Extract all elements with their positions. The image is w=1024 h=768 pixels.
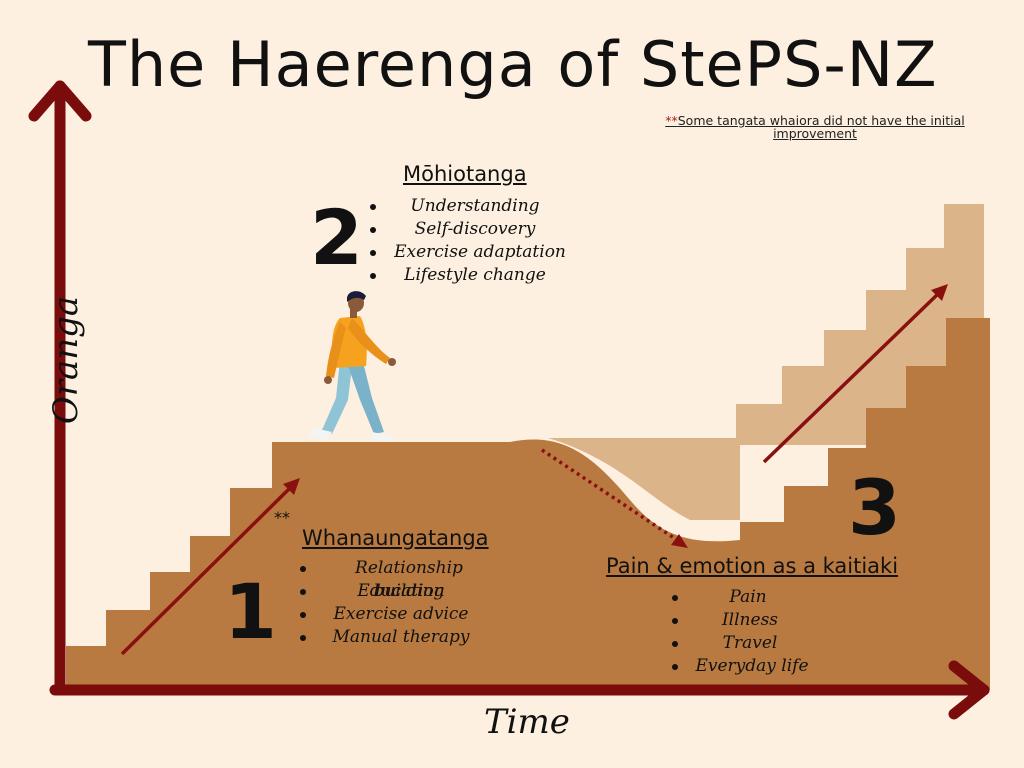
list-item: Manual therapy — [300, 626, 490, 649]
stage-1-heading: Whanaungatanga — [302, 526, 489, 550]
rise-arrow-stage-1 — [120, 478, 300, 656]
list-item: Exercise advice — [300, 603, 490, 626]
list-item: Education — [300, 580, 490, 603]
stage-2-number: 2 — [310, 193, 363, 282]
list-item: Pain — [672, 586, 852, 609]
list-item: Relationship building — [300, 557, 490, 601]
stage-3-heading: Pain & emotion as a kaitiaki — [606, 554, 899, 578]
page-title: The Haerenga of StePS-NZ — [88, 28, 938, 101]
walking-person-figure — [308, 291, 396, 441]
y-axis-label: Oranga — [46, 295, 87, 425]
footnote: **Some tangata whaiora did not have the … — [660, 114, 970, 140]
list-item: Everyday life — [672, 655, 852, 678]
stage-3-list: Pain Illness Travel Everyday life — [672, 586, 852, 678]
list-item: Exercise adaptation — [370, 241, 566, 264]
list-item: Travel — [672, 632, 852, 655]
stage-2-list: Understanding Self-discovery Exercise ad… — [370, 195, 566, 287]
ground-terrain — [66, 318, 990, 690]
stage-3-number: 3 — [848, 463, 901, 552]
list-item: Understanding — [370, 195, 560, 218]
x-axis — [49, 660, 990, 720]
list-item: Illness — [672, 609, 852, 632]
stage-1-marker: ** — [274, 508, 290, 527]
list-item: Self-discovery — [370, 218, 560, 241]
rise-arrow-stage-3 — [762, 284, 948, 464]
stage-2-heading: Mōhiotanga — [403, 162, 527, 186]
ghost-plateau — [548, 438, 740, 520]
footnote-text: Some tangata whaiora did not have the in… — [677, 113, 965, 141]
footnote-marker: ** — [665, 113, 678, 128]
decline-arrow-stage-2 — [541, 448, 688, 548]
stage-1-list: Relationship building Education Exercise… — [300, 557, 490, 649]
x-axis-label: Time — [484, 702, 570, 742]
list-item: Lifestyle change — [370, 264, 560, 287]
y-axis — [28, 80, 92, 696]
stage-1-number: 1 — [224, 567, 277, 656]
